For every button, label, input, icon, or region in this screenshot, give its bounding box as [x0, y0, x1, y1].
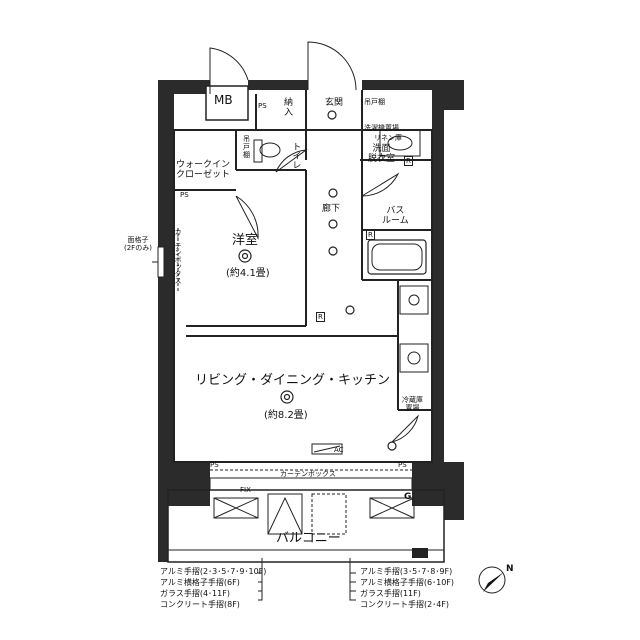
- legend-right: アルミ手摺(3･5･7･8･9F) アルミ横格子手摺(6･10F) ガラス手摺(…: [360, 566, 454, 610]
- kitchen-sink: [399, 285, 429, 315]
- interior-walls: [173, 90, 433, 463]
- western-room-label: 洋室: [232, 233, 259, 248]
- entrance-label: 玄関: [325, 98, 344, 108]
- hanging-cabinet-top-label: 吊戸棚: [364, 98, 385, 106]
- curtain-box-bottom-label: カーテンボックス: [280, 470, 336, 478]
- curtain-box-left-label: カーテンボックス: [174, 228, 183, 284]
- balcony-label: バルコニー: [276, 531, 341, 546]
- hanging-cabinet-wc-label: 吊 戸 棚: [243, 135, 250, 160]
- toilet-label: トイレ: [290, 142, 301, 169]
- compass-north-label: N: [506, 564, 514, 574]
- door-swings: [209, 41, 419, 443]
- mb-label: MB: [214, 93, 233, 107]
- r-mark-2: R: [366, 230, 375, 241]
- legend-left-item: アルミ横格子手摺(6F): [160, 578, 240, 587]
- lattice-annotation: 面格子 (2Fのみ): [124, 236, 152, 253]
- linen-shelf-label: リネン庫: [374, 134, 402, 142]
- toilet-fixture: [259, 142, 281, 158]
- walk-in-closet-label: ウォークイン クローゼット: [176, 160, 231, 181]
- ceiling-lights: [238, 110, 397, 451]
- evac-hatch-1: [267, 493, 303, 535]
- ac-unit: [311, 443, 343, 455]
- ldk-label: リビング・ダイニング・キッチン: [195, 373, 391, 388]
- ps-top-label: PS: [258, 102, 267, 110]
- fix-label: FIX: [240, 486, 251, 494]
- washroom-label: 洗面 脱衣室: [368, 144, 396, 165]
- legend-left-item: ガラス手摺(4･11F): [160, 589, 230, 598]
- hallway-label: 廊下: [322, 204, 341, 214]
- legend-left: アルミ手摺(2･3･5･7･9･10F) アルミ横格子手摺(6F) ガラス手摺(…: [160, 566, 266, 610]
- mb-box: [205, 85, 249, 121]
- r-mark-3: R: [404, 156, 413, 167]
- r-mark-1: R: [316, 312, 325, 323]
- ldk-size: (約8.2畳): [264, 410, 308, 421]
- bathtub: [367, 239, 427, 275]
- legend-right-item: アルミ横格子手摺(6･10F): [360, 578, 455, 587]
- structural-walls: [158, 80, 464, 562]
- fridge-label: 冷蔵庫 置場: [402, 396, 423, 413]
- ps-bottom-right-label: PS: [398, 461, 407, 469]
- outdoor-unit-right: [369, 497, 415, 519]
- balcony-outline: [167, 489, 445, 563]
- washer-space-label: 洗濯機置場: [364, 124, 399, 132]
- ps-left-label: PS: [180, 191, 189, 199]
- legend-left-item: コンクリート手摺(8F): [160, 600, 240, 609]
- legend-left-item: アルミ手摺(2･3･5･7･9･10F): [160, 567, 267, 576]
- bath-label: バス ルーム: [382, 206, 409, 227]
- legend-brackets: [258, 558, 356, 601]
- ps-bottom-left-label: PS: [210, 461, 219, 469]
- gas-meter-label: G: [404, 492, 412, 502]
- storage-label: 納 入: [284, 98, 294, 119]
- legend-right-item: ガラス手摺(11F): [360, 589, 421, 598]
- cooktop: [399, 343, 429, 373]
- outdoor-unit-left: [213, 497, 259, 519]
- compass-icon: [478, 566, 506, 594]
- evac-hatch-2: [311, 493, 347, 535]
- ac-label: AC: [334, 446, 344, 454]
- window-lattice: [157, 246, 165, 278]
- washbasin: [379, 129, 421, 157]
- legend-right-item: アルミ手摺(3･5･7･8･9F): [360, 567, 453, 576]
- western-room-size: (約4.1畳): [226, 268, 270, 279]
- legend-right-item: コンクリート手摺(2･4F): [360, 600, 450, 609]
